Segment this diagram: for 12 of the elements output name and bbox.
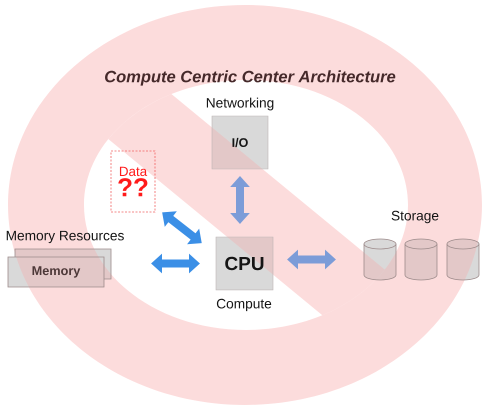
stacked-boxes: Memory: [8, 248, 112, 288]
node-label: Networking: [206, 98, 274, 110]
group-label: Storage: [392, 210, 438, 224]
title: Compute Centric Center Architecture: [105, 70, 396, 86]
cylinder: [446, 238, 480, 280]
cylinder: [404, 238, 438, 280]
dashed-box: Data ??: [110, 150, 156, 212]
node-label: Compute: [216, 298, 272, 312]
component-box: I/O: [212, 116, 268, 170]
node-label: Memory Resources: [6, 230, 124, 244]
cylinder: [364, 238, 396, 280]
component-box: CPU: [216, 236, 274, 290]
